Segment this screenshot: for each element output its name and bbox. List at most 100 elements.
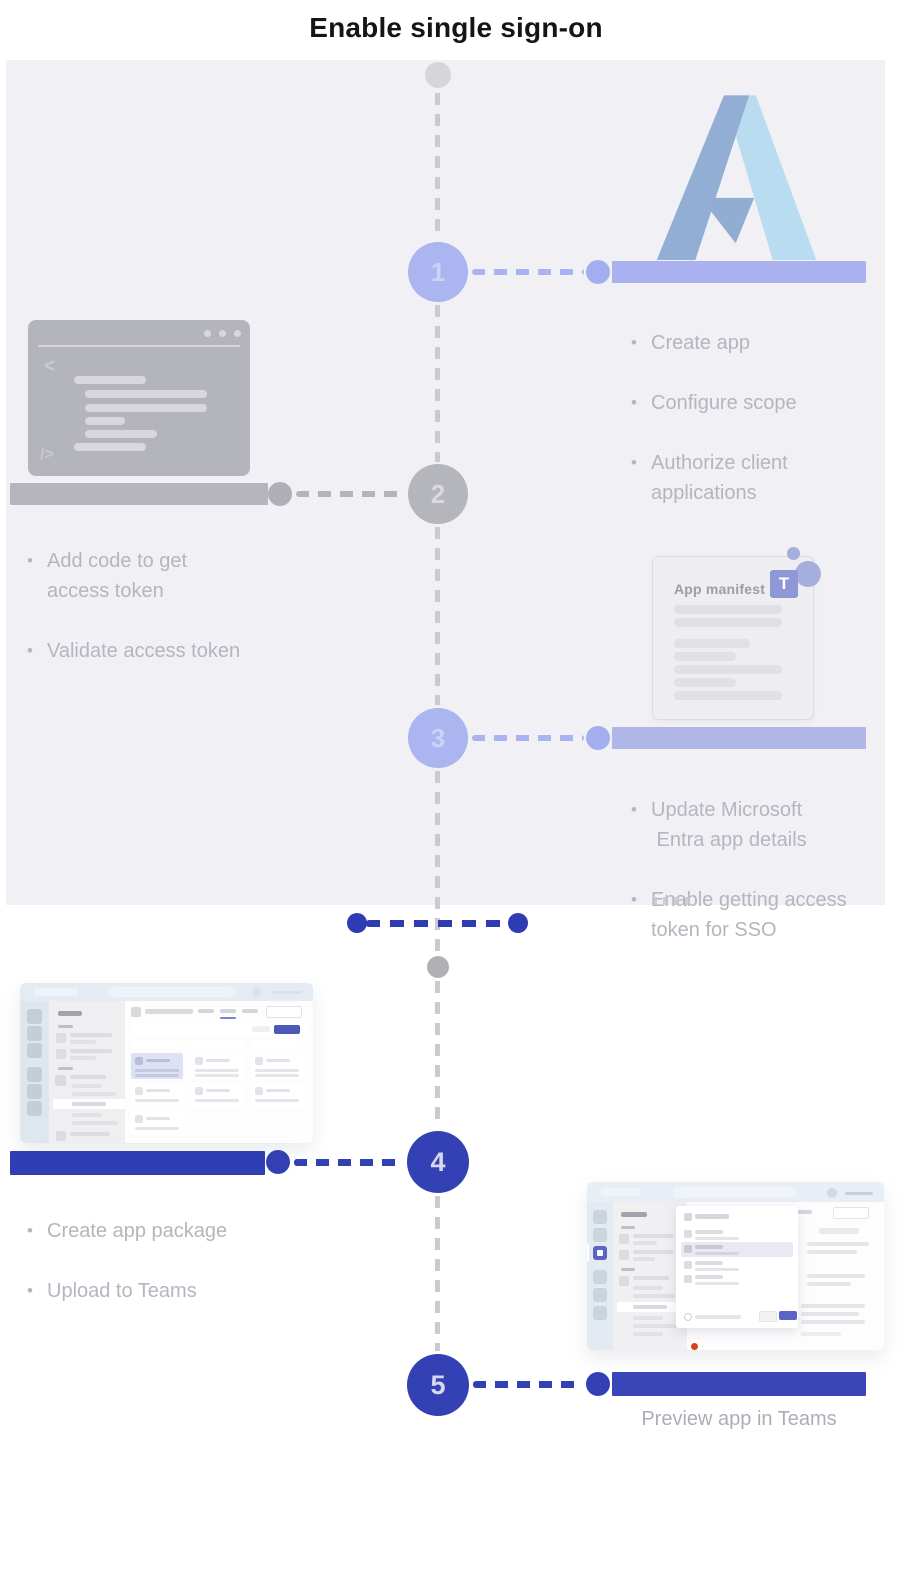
code-editor-illustration: < /> bbox=[28, 320, 250, 476]
column-header bbox=[131, 1041, 183, 1049]
card-icon bbox=[135, 1115, 143, 1123]
rail-icon bbox=[593, 1228, 607, 1242]
azure-logo bbox=[656, 95, 817, 260]
panel-item-bar bbox=[633, 1276, 669, 1280]
bullet-item: Authorize client applications bbox=[628, 448, 874, 508]
step-3-label-bar bbox=[612, 727, 866, 749]
step-4-dashes bbox=[294, 1159, 404, 1166]
content-pill bbox=[819, 1228, 859, 1234]
teams-app-catalog-screenshot bbox=[20, 983, 313, 1143]
panel-item-bar bbox=[72, 1084, 102, 1088]
panel-item-bar bbox=[70, 1040, 96, 1044]
step-2-node: 2 bbox=[408, 464, 468, 524]
rail-icon bbox=[27, 1009, 42, 1024]
teams-logo-head-icon bbox=[787, 547, 800, 560]
content-bar bbox=[807, 1274, 865, 1278]
connector-left-dot bbox=[347, 913, 367, 933]
code-line bbox=[74, 443, 146, 451]
step-5-node: 5 bbox=[407, 1354, 469, 1416]
bullet-item: Upload to Teams bbox=[24, 1276, 284, 1306]
modal-row-bar bbox=[695, 1268, 739, 1271]
card-bar bbox=[255, 1069, 299, 1072]
step-2-label-bar bbox=[10, 483, 268, 505]
panel-section-bar bbox=[621, 1268, 635, 1271]
panel-item-icon bbox=[55, 1075, 66, 1086]
header-icon bbox=[131, 1007, 141, 1017]
rail-icon bbox=[27, 1067, 42, 1082]
rail-icon bbox=[27, 1026, 42, 1041]
step-5-label-bar bbox=[612, 1372, 866, 1396]
card-bar bbox=[266, 1059, 290, 1062]
card-icon bbox=[255, 1087, 263, 1095]
connector-right-dot bbox=[508, 913, 528, 933]
step-1-dot bbox=[586, 260, 610, 284]
teams-logo-letter: T bbox=[778, 574, 790, 593]
timeline-segment bbox=[435, 771, 440, 953]
radio-icon bbox=[684, 1313, 692, 1321]
step-2-number: 2 bbox=[430, 478, 446, 509]
card-bar bbox=[255, 1099, 299, 1102]
step-2-dashes bbox=[296, 491, 404, 497]
code-line bbox=[85, 417, 125, 425]
card-bar bbox=[146, 1117, 170, 1120]
panel-item-bar bbox=[633, 1286, 663, 1290]
panel-section-bar bbox=[58, 1025, 73, 1028]
tab-bar bbox=[198, 1009, 214, 1013]
panel-item-bar bbox=[633, 1294, 675, 1298]
timeline-segment bbox=[435, 981, 440, 1128]
divider bbox=[38, 345, 240, 347]
modal-row-icon bbox=[684, 1230, 692, 1238]
tab-bar bbox=[220, 1009, 236, 1013]
active-rail-indicator bbox=[587, 1244, 589, 1262]
card-bar bbox=[206, 1089, 230, 1092]
panel-item-icon bbox=[56, 1049, 66, 1059]
card-bar bbox=[135, 1127, 179, 1130]
step-5-caption: Preview app in Teams bbox=[641, 1408, 837, 1430]
panel-item-icon bbox=[56, 1033, 66, 1043]
panel-item-bar bbox=[72, 1092, 116, 1096]
placeholder-line bbox=[674, 691, 782, 700]
header-bar bbox=[145, 1009, 193, 1014]
timeline-mid-dot bbox=[427, 956, 449, 978]
step-4-bullets: Create app package Upload to Teams bbox=[24, 1186, 284, 1336]
tab-bar bbox=[797, 1210, 812, 1214]
panel-item-bar bbox=[633, 1324, 677, 1328]
app-manifest-label: App manifest bbox=[674, 581, 766, 597]
bullet-item: Configure scope bbox=[628, 388, 874, 418]
card-bar bbox=[195, 1099, 239, 1102]
bullet-item: Enable getting access token for SSO bbox=[628, 885, 884, 945]
step-1-number: 1 bbox=[430, 256, 446, 287]
card-icon bbox=[195, 1057, 203, 1065]
code-line bbox=[85, 430, 157, 438]
content-bar bbox=[807, 1242, 869, 1246]
panel-item-bar bbox=[633, 1332, 663, 1336]
panel-title-bar bbox=[621, 1212, 647, 1217]
step-4-number: 4 bbox=[430, 1146, 446, 1177]
rail-icon bbox=[593, 1306, 607, 1320]
add-button bbox=[779, 1311, 797, 1320]
search-pill bbox=[108, 987, 236, 997]
avatar bbox=[827, 1188, 837, 1198]
placeholder-line bbox=[674, 652, 736, 661]
card-bar bbox=[255, 1074, 299, 1077]
step-5-dot bbox=[586, 1372, 610, 1396]
dropdown-button bbox=[266, 1006, 302, 1018]
rail-icon bbox=[593, 1210, 607, 1224]
step-4-label-bar bbox=[10, 1151, 265, 1175]
modal-row-bar bbox=[695, 1245, 723, 1249]
content-bar bbox=[807, 1250, 857, 1254]
timeline-segment bbox=[435, 527, 440, 705]
rail-icon bbox=[27, 1043, 42, 1058]
panel-item-bar bbox=[633, 1234, 673, 1238]
card-bar bbox=[146, 1089, 170, 1092]
card-bar bbox=[135, 1074, 179, 1077]
step-1-bullets: Create app Configure scope Authorize cli… bbox=[628, 298, 874, 538]
card-bar bbox=[146, 1059, 170, 1062]
page-title: Enable single sign-on bbox=[309, 12, 603, 43]
bullet-item: Validate access token bbox=[24, 636, 284, 666]
timeline-segment bbox=[435, 93, 440, 240]
panel-item-bar bbox=[633, 1257, 655, 1261]
step-2-bullets: Add code to get access token Validate ac… bbox=[24, 516, 284, 696]
card-bar bbox=[135, 1069, 179, 1072]
